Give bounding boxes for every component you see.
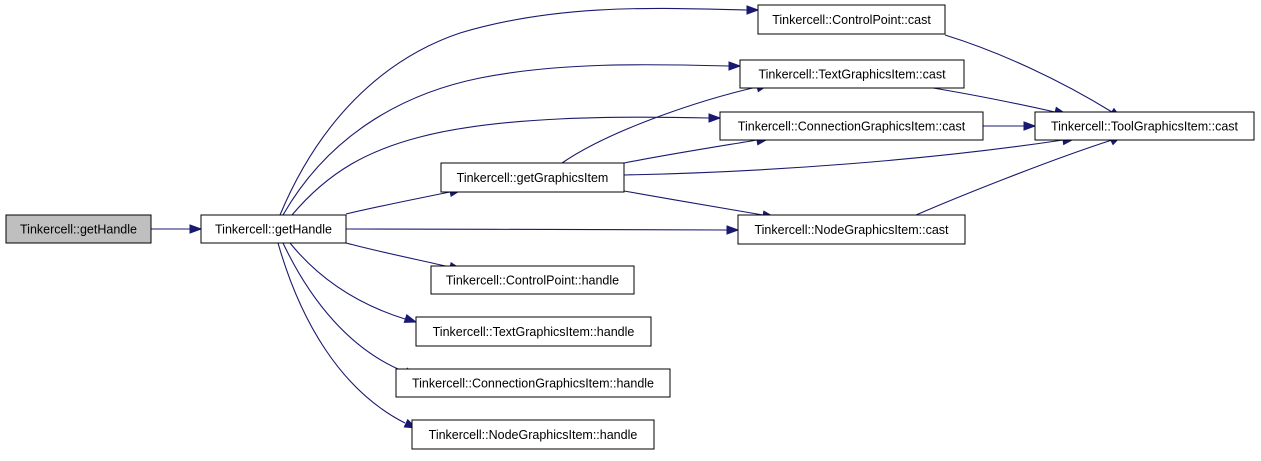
edge-gh-to-cgcast (291, 113, 722, 216)
edge-line (623, 139, 758, 164)
edge-root-to-gh (151, 224, 203, 234)
node-box[interactable] (1034, 111, 1255, 141)
node-box[interactable] (411, 419, 655, 450)
edge-gh-to-tgcast (282, 61, 742, 216)
edge-line (561, 86, 758, 164)
arrowhead-icon (1023, 121, 1037, 131)
edge-line (915, 139, 1113, 216)
node-tgcast[interactable]: Tinkercell::TextGraphicsItem::cast (739, 59, 965, 89)
edge-line (279, 7, 748, 216)
edge-line (623, 139, 1064, 176)
edge-gh-to-cpcast (279, 5, 760, 216)
edge-line (282, 64, 730, 216)
node-label[interactable]: Tinkercell::NodeGraphicsItem::handle (429, 428, 638, 442)
node-root[interactable]: Tinkercell::getHandle (5, 214, 152, 244)
nodes-layer: Tinkercell::getHandle Tinkercell::getHand… (5, 4, 1255, 450)
edge-line (926, 86, 1056, 113)
node-label[interactable]: Tinkercell::TextGraphicsItem::handle (433, 325, 635, 339)
edge-cgcast-to-toolcast (983, 121, 1037, 131)
node-label[interactable]: Tinkercell::ControlPoint::cast (772, 13, 931, 27)
node-label[interactable]: Tinkercell::TextGraphicsItem::cast (758, 68, 946, 82)
node-getgi[interactable]: Tinkercell::getGraphicsItem (440, 162, 625, 193)
node-label[interactable]: Tinkercell::ConnectionGraphicsItem::hand… (412, 377, 654, 391)
node-box[interactable] (719, 111, 984, 141)
edge-line (944, 34, 1113, 113)
arrowhead-icon (189, 224, 203, 234)
node-box[interactable] (440, 162, 625, 193)
edge-line (345, 242, 451, 268)
node-tghandle[interactable]: Tinkercell::TextGraphicsItem::handle (415, 316, 652, 347)
node-gh[interactable]: Tinkercell::getHandle (200, 214, 347, 244)
arrowhead-icon (403, 313, 418, 323)
node-label[interactable]: Tinkercell::ToolGraphicsItem::cast (1051, 120, 1239, 134)
node-cpcast[interactable]: Tinkercell::ControlPoint::cast (757, 4, 946, 35)
arrowhead-icon (728, 61, 742, 71)
node-label[interactable]: Tinkercell::ControlPoint::handle (446, 274, 619, 288)
edge-gh-to-nghandle (277, 242, 418, 429)
edge-cpcast-to-toolcast (944, 34, 1123, 119)
arrowhead-icon (746, 5, 760, 15)
edge-line (282, 242, 406, 373)
arrowhead-icon (708, 113, 722, 123)
node-toolcast[interactable]: Tinkercell::ToolGraphicsItem::cast (1034, 111, 1255, 141)
edge-line (289, 242, 406, 320)
node-ngcast[interactable]: Tinkercell::NodeGraphicsItem::cast (737, 214, 966, 245)
node-nghandle[interactable]: Tinkercell::NodeGraphicsItem::handle (411, 419, 655, 450)
edge-gh-to-ngcast (345, 225, 740, 235)
node-cphandle[interactable]: Tinkercell::ControlPoint::handle (430, 265, 635, 295)
node-label[interactable]: Tinkercell::NodeGraphicsItem::cast (754, 223, 949, 237)
edge-gh-to-tghandle (289, 242, 418, 323)
node-cgcast[interactable]: Tinkercell::ConnectionGraphicsItem::cast (719, 111, 984, 141)
node-box[interactable] (737, 214, 966, 245)
edge-line (291, 116, 710, 216)
edge-line (345, 228, 728, 231)
node-box[interactable] (200, 214, 347, 244)
edge-line (345, 191, 451, 215)
node-label[interactable]: Tinkercell::getGraphicsItem (457, 171, 609, 185)
node-box[interactable] (415, 316, 652, 347)
node-label[interactable]: Tinkercell::getHandle (20, 223, 137, 237)
edge-ngcast-to-toolcast (915, 135, 1123, 216)
edge-line (277, 242, 406, 424)
node-box[interactable] (739, 59, 965, 89)
edge-getgi-to-toolcast (623, 135, 1076, 176)
node-box[interactable] (395, 368, 671, 398)
node-box[interactable] (430, 265, 635, 295)
arrowhead-icon (726, 225, 740, 235)
edge-line (623, 190, 764, 216)
node-box[interactable] (5, 214, 152, 244)
node-box[interactable] (757, 4, 946, 35)
node-label[interactable]: Tinkercell::ConnectionGraphicsItem::cast (738, 120, 966, 134)
node-cghandle[interactable]: Tinkercell::ConnectionGraphicsItem::hand… (395, 368, 671, 398)
node-label[interactable]: Tinkercell::getHandle (215, 223, 332, 237)
